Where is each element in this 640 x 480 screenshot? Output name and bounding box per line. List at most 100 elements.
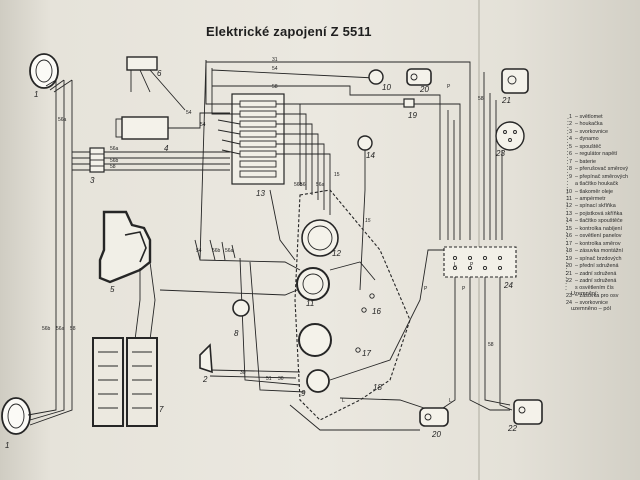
label-18: 18 <box>373 383 382 392</box>
brake-switch-19 <box>403 98 415 108</box>
wire-label-p-top: P <box>447 84 451 90</box>
wire-label-58-mid: 58 <box>110 164 116 170</box>
legend-text: – zadní sdružená <box>575 270 617 277</box>
legend-text: – spouštěč <box>575 143 602 150</box>
legend-row: 20– přední sdružená <box>562 263 640 270</box>
ignition-switch-12 <box>301 219 339 257</box>
harness-left-2 <box>29 80 65 421</box>
legend-number: 20 <box>566 263 572 270</box>
label-16: 16 <box>372 307 381 316</box>
legend-row: 12– spínací skříňka <box>562 203 640 210</box>
harness-left-1 <box>27 80 57 416</box>
legend-row: 18– zásuvka montážní <box>562 248 640 255</box>
legend-text: – kontrolka směrov <box>575 240 621 247</box>
legend-row: 6– regulátor napětí <box>562 151 640 158</box>
wire-label-56b: 56b <box>110 158 119 164</box>
label-1-bottom: 1 <box>5 441 9 450</box>
legend-number: 10 <box>566 188 572 195</box>
legend-text: – dynamo <box>575 136 599 143</box>
wire-label-58-left: 58 <box>70 326 76 332</box>
legend-text: – zásuvka pro osv <box>575 292 619 299</box>
label-4: 4 <box>164 144 169 153</box>
legend-text: s osvětlením čís <box>575 285 614 292</box>
dashboard-outline <box>294 189 411 421</box>
voltage-regulator-6 <box>126 56 158 71</box>
legend-number: 24 <box>566 300 572 307</box>
legend-row: 11– ampérmetr <box>562 196 640 203</box>
legend-number: 11 <box>566 195 572 202</box>
label-13: 13 <box>256 189 265 198</box>
wire-label-54-top: 54 <box>186 110 192 116</box>
wire-label-56a: 56a <box>110 146 119 152</box>
legend-text: – spínací skříňka <box>575 203 616 210</box>
legend-number: 7 <box>569 158 572 165</box>
wire-label-56a-mid: 56a <box>316 182 325 188</box>
wire-label-56a-dash: 56a <box>225 248 234 254</box>
legend-number: 16 <box>566 233 572 240</box>
legend-row: s osvětlením čís <box>562 285 640 292</box>
wire-label-p-block: P <box>470 262 474 268</box>
legend-text: – spínač brzdových <box>575 255 622 262</box>
legend-text: – světlomet <box>575 114 603 120</box>
legend-row: 1– světlomet <box>562 114 640 121</box>
legend-row: 19– spínač brzdových <box>562 256 640 263</box>
legend-number: 5 <box>569 143 572 150</box>
label-9: 9 <box>301 389 306 398</box>
legend-row: 24– svorkovnice <box>562 300 640 307</box>
legend-row: 3– svorkovnice <box>562 129 640 136</box>
legend-text: a tlačítko houkačk <box>575 181 619 188</box>
starter-button-14 <box>357 135 373 151</box>
wire-label-56b-dash: 56b <box>212 248 221 254</box>
legend-text: – kontrolka nabíjení <box>575 225 623 232</box>
gauge-10-lower <box>298 323 332 357</box>
label-24: 24 <box>503 281 513 290</box>
label-1-top: 1 <box>34 90 38 99</box>
wire-label-56a-left: 56a <box>56 326 65 332</box>
legend-row: 15– kontrolka nabíjení <box>562 226 640 233</box>
legend-row: 14– tlačítko spouštěče <box>562 218 640 225</box>
wire-label-56b-mid: 56b <box>294 182 303 188</box>
legend-text: – zadní sdružená <box>575 277 617 284</box>
paper-fold-line <box>478 0 480 480</box>
label-12: 12 <box>332 249 341 258</box>
dynamo-4 <box>115 116 169 140</box>
rear-lamp-21 <box>501 68 529 94</box>
legend-text: – přepínač směrových <box>575 173 629 180</box>
fuse-box-13 <box>231 93 285 185</box>
legend-text: – zásuvka montážní <box>575 248 623 255</box>
label-2: 2 <box>202 375 208 384</box>
legend-number: 2 <box>569 121 572 128</box>
headlight-top-left <box>29 53 59 89</box>
legend-row: 8– přerušovač směrový <box>562 166 640 173</box>
label-8: 8 <box>234 329 239 338</box>
label-3: 3 <box>90 176 95 185</box>
legend-row: 10– tlakoměr oleje <box>562 189 640 196</box>
front-lamp-20-top <box>406 68 432 86</box>
battery-7 <box>92 337 158 427</box>
legend-text: – svorkovnice <box>575 128 608 135</box>
earth-note: Uzemnění: <box>571 291 599 297</box>
wire-label-54-dynamo: 54 <box>200 122 206 128</box>
panel-lamp-16 <box>361 293 375 313</box>
legend-number: 13 <box>566 210 572 217</box>
legend-number: 22 <box>566 277 572 284</box>
legend-row: 23– zásuvka pro osv <box>562 293 640 300</box>
wire-label-51: 51 <box>266 376 272 382</box>
legend-number: 21 <box>566 270 572 277</box>
legend-row: 7– baterie <box>562 159 640 166</box>
starter-5 <box>98 210 152 284</box>
label-10: 10 <box>382 83 391 92</box>
legend-text: – přední sdružená <box>575 263 619 270</box>
wire-label-30b: 30 <box>278 376 284 382</box>
wire-label-54-dash: 54 <box>196 248 202 254</box>
ammeter-11 <box>296 267 330 301</box>
label-11: 11 <box>306 299 314 308</box>
wire-label-l-dash: L <box>342 398 345 404</box>
flasher-8 <box>232 299 250 317</box>
horn-2 <box>199 343 213 374</box>
headlight-bottom-left <box>1 397 31 435</box>
wire-label-56: 56 <box>300 182 306 188</box>
legend-number: 8 <box>569 166 572 173</box>
diagram-title: Elektrické zapojení Z 5511 <box>206 24 372 39</box>
